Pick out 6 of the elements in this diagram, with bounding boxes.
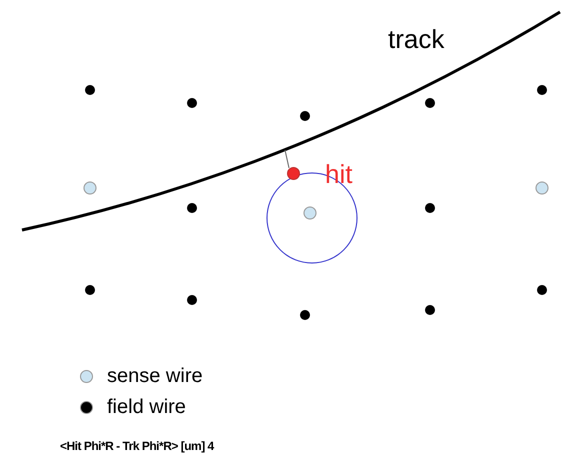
- hit-label: hit: [325, 161, 352, 187]
- leader-line: [284, 150, 290, 168]
- axis-label: <Hit Phi*R - Trk Phi*R> [um] 4: [60, 440, 214, 452]
- legend-label: field wire: [107, 397, 186, 417]
- track-label: track: [388, 26, 444, 52]
- legend-label: sense wire: [107, 366, 203, 386]
